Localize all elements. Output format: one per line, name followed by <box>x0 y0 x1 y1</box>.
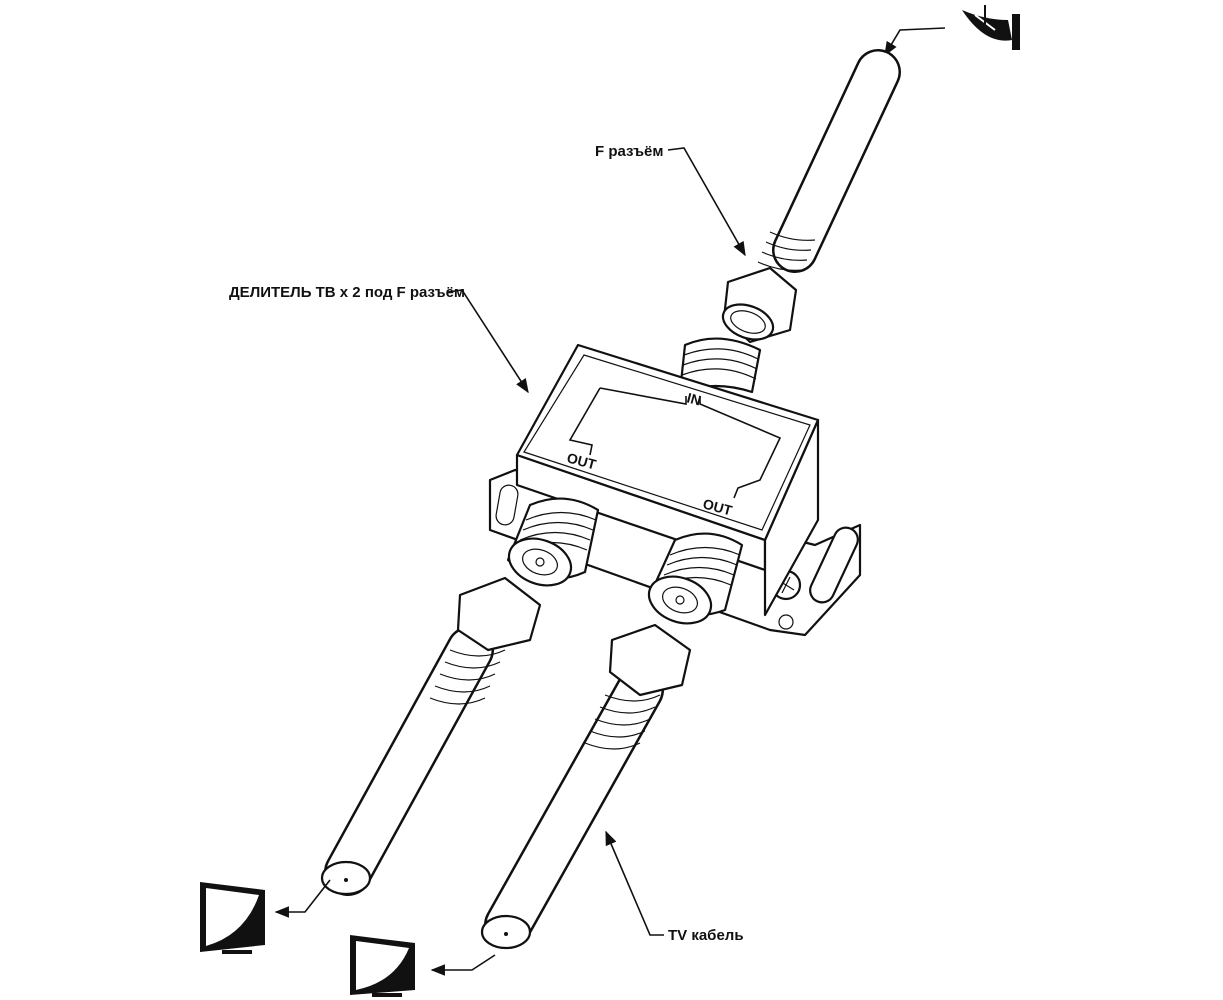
splitter-label: ДЕЛИТЕЛЬ ТВ x 2 под F разъём <box>229 284 465 301</box>
tv-arrow-left <box>274 879 331 918</box>
f-connector-label: F разъём <box>595 143 663 160</box>
top-tv-cable <box>757 49 901 273</box>
out-port-left <box>506 497 600 587</box>
tv-cable-leader <box>605 830 664 936</box>
port-in-label: IN <box>685 389 703 408</box>
satellite-dish-icon <box>962 5 1020 50</box>
left-tv-cable <box>320 576 542 896</box>
f-connector-top <box>721 266 798 344</box>
tv-icon-left <box>200 882 265 954</box>
port-out-left-label: OUT <box>565 449 598 472</box>
splitter-leader <box>447 289 529 394</box>
port-out-right-label: OUT <box>701 495 734 518</box>
tv-icon-right <box>350 935 415 997</box>
tv-arrow-right <box>430 954 496 976</box>
signal-arrow <box>884 27 946 57</box>
right-tv-cable <box>480 623 692 950</box>
f-connector-leader <box>667 147 746 257</box>
tv-cable-label: TV кабель <box>668 927 744 944</box>
out-port-right <box>647 532 744 625</box>
